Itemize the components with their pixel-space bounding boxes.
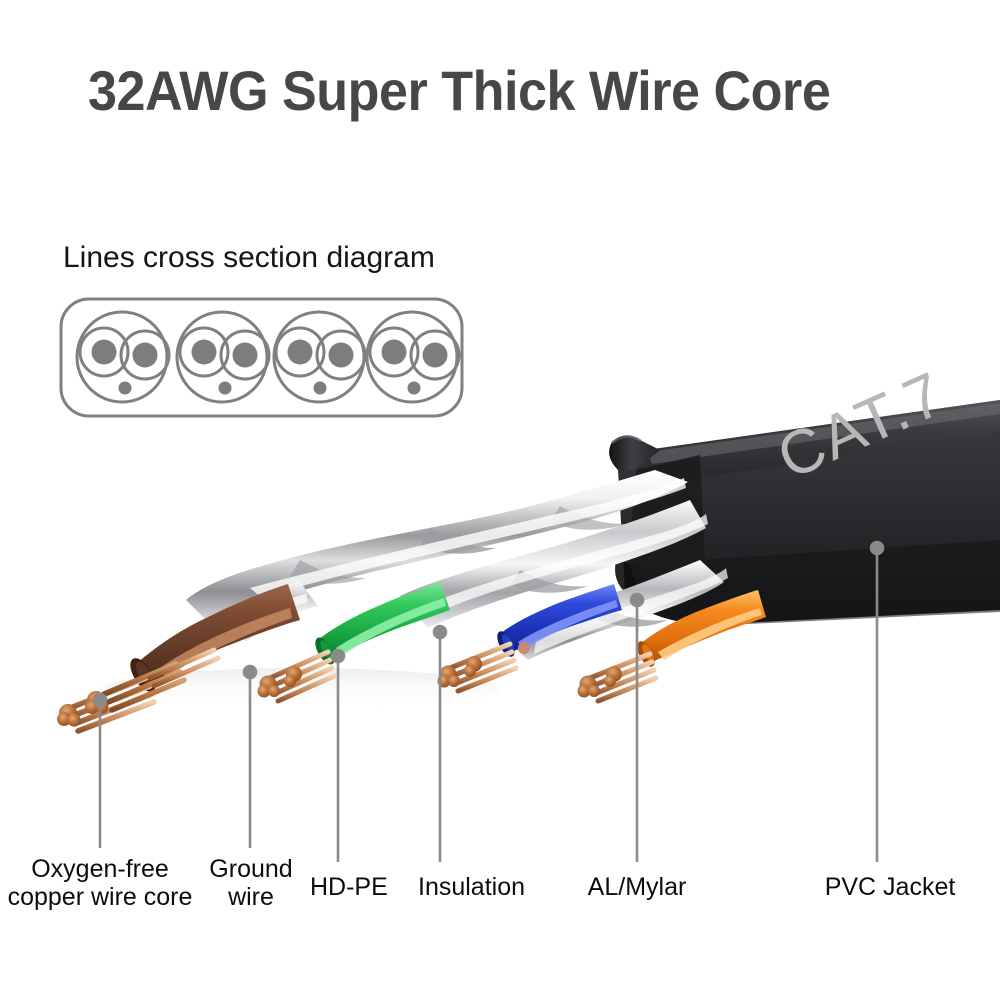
- cross-section-pair-4: [365, 310, 461, 404]
- leader-pvc-jacket: [869, 540, 885, 862]
- pvc-jacket-body: [609, 400, 1000, 626]
- callout-label-insulation: Insulation: [418, 873, 526, 901]
- copper-strands-orange: [577, 651, 659, 704]
- callout-label-oxygen-free-copper-wire-core: Oxygen-free copper wire core: [7, 855, 193, 911]
- cross-section-caption: Lines cross section diagram: [63, 241, 435, 274]
- page-title: 32AWG Super Thick Wire Core: [88, 59, 831, 122]
- callout-label-ground-wire: Ground wire: [209, 855, 293, 911]
- callout-leaders: [92, 540, 885, 862]
- cross-section-pair-2: [175, 310, 271, 404]
- leader-ground-wire: [242, 664, 258, 848]
- cross-section-pair-1: [75, 310, 171, 404]
- callout-label-hd-pe: HD-PE: [310, 873, 388, 901]
- copper-strands-blue: [437, 641, 519, 694]
- foil-pair-middle: [400, 500, 708, 628]
- callout-label-pvc-jacket: PVC Jacket: [824, 873, 956, 901]
- leader-oxygen-free-copper-wire-core: [92, 692, 108, 848]
- foil-pair-upper: [186, 470, 688, 626]
- ground-drain-wire: [518, 642, 530, 654]
- copper-strands-green: [257, 649, 337, 704]
- cross-section-pair-3: [272, 310, 367, 404]
- leader-insulation: [432, 624, 448, 862]
- leader-hd-pe: [330, 648, 346, 862]
- callout-label-al-mylar: AL/Mylar: [587, 873, 687, 901]
- leader-al-mylar: [629, 592, 645, 862]
